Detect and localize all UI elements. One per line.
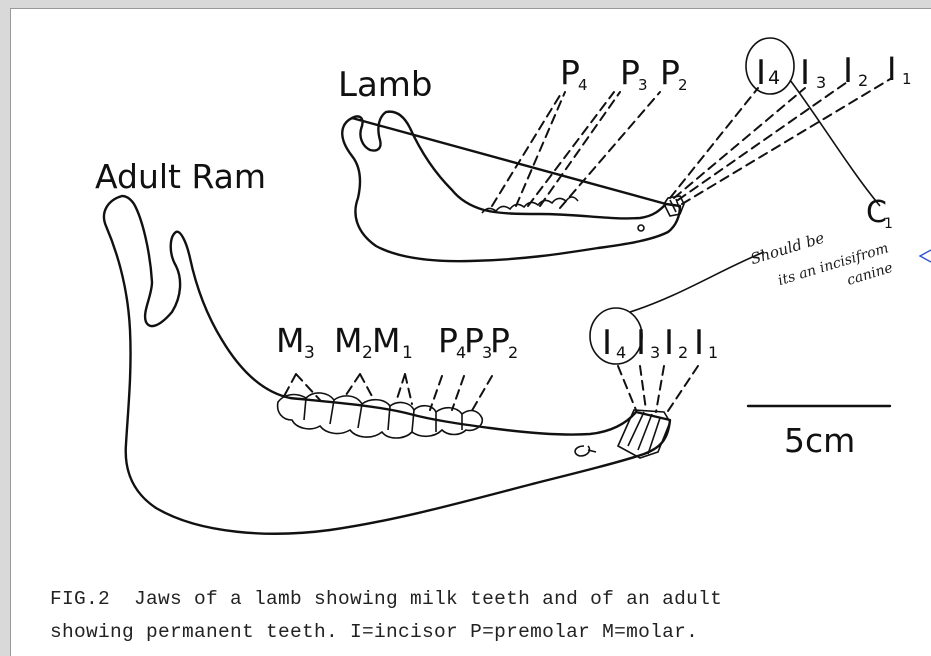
- svg-text:I: I: [636, 323, 646, 363]
- lamb-label-p3: P 3: [620, 53, 648, 94]
- adult-label-m3: M 3: [276, 321, 315, 363]
- caption-line-2: showing permanent teeth. I=incisor P=pre…: [50, 616, 722, 649]
- svg-text:M: M: [334, 321, 362, 360]
- svg-text:P: P: [620, 53, 640, 92]
- svg-text:1: 1: [902, 70, 912, 88]
- svg-text:P: P: [490, 321, 510, 360]
- adult-label-p4: P 4: [438, 321, 466, 362]
- c1-label: C 1: [866, 195, 893, 232]
- adult-label-i4: I 4: [602, 323, 626, 363]
- svg-text:I: I: [602, 323, 612, 363]
- svg-text:2: 2: [678, 343, 688, 362]
- adult-label-p2: P 2: [490, 321, 518, 362]
- svg-text:3: 3: [650, 343, 660, 362]
- adult-label-m1: M 1: [372, 321, 413, 363]
- adult-label-i2: I 2: [664, 323, 688, 363]
- svg-text:4: 4: [768, 67, 780, 89]
- svg-text:1: 1: [402, 343, 413, 363]
- svg-text:M: M: [276, 321, 304, 360]
- comment-marker-icon[interactable]: [920, 250, 931, 262]
- caption-line-1: FIG.2 Jaws of a lamb showing milk teeth …: [50, 583, 722, 616]
- lamb-label-p4: P 4: [560, 53, 588, 94]
- svg-text:P: P: [464, 321, 484, 360]
- adult-molar-cusps: [304, 398, 462, 432]
- svg-text:3: 3: [304, 343, 315, 363]
- scale-label: 5cm: [784, 421, 855, 460]
- adult-label-i1: I 1: [694, 323, 718, 363]
- lamb-label-p2: P 2: [660, 53, 688, 94]
- svg-text:I: I: [664, 323, 674, 363]
- lamb-title: Lamb: [338, 65, 432, 105]
- svg-text:I: I: [887, 50, 896, 88]
- lamb-mental-foramen: [638, 225, 644, 231]
- svg-text:P: P: [438, 321, 458, 360]
- lamb-label-i2: I 2: [843, 51, 868, 91]
- adult-mental-foramen: [575, 446, 596, 456]
- svg-text:I: I: [843, 51, 853, 91]
- svg-text:1: 1: [708, 343, 718, 362]
- svg-text:I: I: [694, 323, 704, 363]
- adult-mandible-outline: [104, 196, 670, 534]
- lamb-mandible-outline: [342, 112, 680, 262]
- adult-label-m2: M 2: [334, 321, 373, 363]
- svg-text:3: 3: [816, 73, 826, 92]
- adult-label-p3: P 3: [464, 321, 492, 362]
- svg-text:4: 4: [578, 76, 588, 94]
- adult-label-i3: I 3: [636, 323, 660, 363]
- svg-text:M: M: [372, 321, 400, 360]
- svg-text:I: I: [756, 53, 766, 93]
- lamb-label-i4: I 4: [756, 53, 780, 93]
- svg-text:2: 2: [858, 71, 868, 90]
- i4-to-c1-line: [790, 80, 880, 206]
- svg-text:I: I: [800, 53, 810, 93]
- figure-caption: FIG.2 Jaws of a lamb showing milk teeth …: [50, 583, 722, 649]
- svg-text:2: 2: [508, 343, 518, 362]
- lamb-label-i3: I 3: [800, 53, 826, 93]
- adult-i4-to-note-line: [630, 252, 764, 312]
- svg-text:P: P: [560, 53, 580, 92]
- svg-text:3: 3: [638, 76, 648, 94]
- lamb-label-i1: I 1: [887, 50, 912, 88]
- svg-text:4: 4: [616, 343, 626, 362]
- adult-title: Adult Ram: [95, 157, 266, 196]
- svg-text:P: P: [660, 53, 680, 92]
- svg-text:1: 1: [884, 216, 893, 232]
- svg-text:2: 2: [678, 76, 688, 94]
